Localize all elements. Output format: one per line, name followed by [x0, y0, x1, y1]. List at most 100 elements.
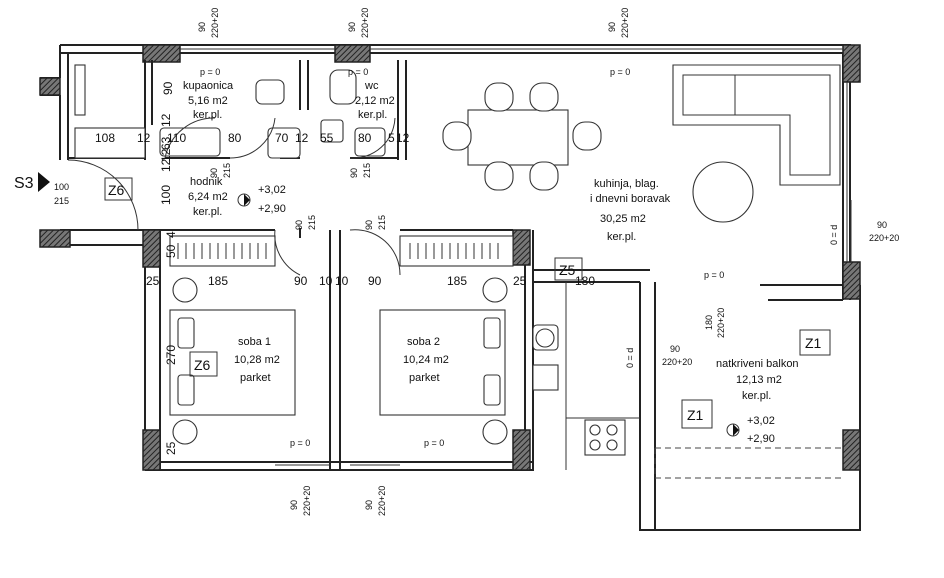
kuhinja-area: 30,25 m2 — [600, 213, 646, 225]
level-markers — [237, 193, 740, 437]
balcony-level-top: +3,02 — [747, 415, 775, 427]
balkon-area: 12,13 m2 — [736, 374, 782, 386]
wc-area: 2,12 m2 — [355, 95, 395, 107]
balkon-name: natkriveni balkon — [716, 358, 799, 370]
wc-floor: ker.pl. — [358, 109, 387, 121]
soba1-floor: parket — [240, 372, 271, 384]
opening-h-12: 220+20 — [662, 357, 692, 367]
dim-100v: 100 — [159, 185, 173, 205]
opening-h-6: 215 — [307, 215, 317, 230]
opening-w-5: 90 — [349, 168, 359, 178]
door-swings — [67, 117, 401, 276]
bathroom-fixtures — [74, 64, 386, 159]
opening-h-2: 220+20 — [360, 8, 370, 38]
hall-level-bottom: +2,90 — [258, 203, 286, 215]
soba1-name: soba 1 — [238, 336, 271, 348]
dining-set — [442, 82, 602, 191]
dim-90b: 90 — [368, 274, 382, 288]
opening-w-7: 90 — [364, 220, 374, 230]
hodnik-area: 6,24 m2 — [188, 191, 228, 203]
dim-10a: 10 — [319, 274, 333, 288]
opening-w-3: 90 — [607, 22, 617, 32]
opening-w-11: 90 — [877, 220, 887, 230]
balcony-roof — [654, 447, 843, 479]
wc-name: wc — [364, 80, 379, 92]
kuhinja-level: p = 0 — [610, 67, 630, 77]
tag-z1-bottom: Z1 — [687, 407, 704, 423]
opening-h-11: 220+20 — [869, 233, 899, 243]
dim-185a: 185 — [208, 274, 228, 288]
kuhinja-name-2: i dnevni boravak — [590, 193, 671, 205]
bed-soba-2 — [379, 277, 508, 445]
kuhinja-floor: ker.pl. — [607, 231, 636, 243]
tag-z5: Z5 — [559, 262, 576, 278]
dim-55: 55 — [320, 131, 334, 145]
opening-h-7: 215 — [377, 215, 387, 230]
soba2-floor: parket — [409, 372, 440, 384]
balkon-floor: ker.pl. — [742, 390, 771, 402]
opening-d-2: 0 = d — [625, 348, 635, 368]
opening-h-3: 220+20 — [620, 8, 630, 38]
opening-h-13: 215 — [54, 196, 69, 206]
soba2-name: soba 2 — [407, 336, 440, 348]
dim-12v1: 12 — [159, 113, 173, 127]
windows — [180, 48, 852, 466]
soba1-level: p = 0 — [290, 438, 310, 448]
opening-w-2: 90 — [347, 22, 357, 32]
wardrobes — [169, 235, 514, 267]
dim-70: 70 — [275, 131, 289, 145]
opening-w-4: 90 — [209, 168, 219, 178]
opening-h-5: 215 — [362, 163, 372, 178]
opening-w-8: 90 — [289, 500, 299, 510]
dim-270: 270 — [164, 345, 178, 365]
hodnik-name: hodnik — [190, 176, 223, 188]
tag-z6-top: Z6 — [108, 182, 125, 198]
tag-z6-left: Z6 — [194, 357, 211, 373]
dim-10b: 10 — [335, 274, 349, 288]
hall-level-top: +3,02 — [258, 184, 286, 196]
soba2-level: p = 0 — [424, 438, 444, 448]
kupaonica-floor: ker.pl. — [193, 109, 222, 121]
dim-25b: 25 — [513, 274, 527, 288]
kupaonica-name: kupaonica — [183, 80, 234, 92]
dim-25a: 25 — [146, 274, 160, 288]
dim-5: 5 — [388, 131, 395, 145]
structural-columns — [39, 44, 861, 471]
opening-h-9: 220+20 — [377, 486, 387, 516]
tag-s3: S3 — [14, 175, 34, 192]
soba1-area: 10,28 m2 — [234, 354, 280, 366]
opening-w-1: 90 — [197, 22, 207, 32]
balcony-level-bottom: +2,90 — [747, 433, 775, 445]
hodnik-floor: ker.pl. — [193, 206, 222, 218]
dim-12c: 12 — [396, 131, 410, 145]
section-marker-icon — [38, 172, 50, 192]
kitchen-counter — [532, 324, 626, 456]
coffee-table — [692, 161, 754, 223]
opening-w-12: 90 — [670, 344, 680, 354]
dim-12v3: 12 — [159, 158, 173, 172]
opening-d-1: 0 = d — [829, 225, 839, 245]
opening-w-6: 90 — [294, 220, 304, 230]
wc-level: p = 0 — [348, 67, 368, 77]
dim-12a: 12 — [137, 131, 151, 145]
dim-80a: 80 — [228, 131, 242, 145]
kupaonica-area: 5,16 m2 — [188, 95, 228, 107]
dim-25v: 25 — [164, 441, 178, 455]
dim-4: 4 — [164, 231, 178, 238]
dim-12v2: 12 — [159, 148, 173, 162]
dim-185b: 185 — [447, 274, 467, 288]
opening-h-8: 220+20 — [302, 486, 312, 516]
dim-180: 180 — [575, 274, 595, 288]
dim-80b: 80 — [358, 131, 372, 145]
dim-63: 63 — [159, 136, 173, 150]
dim-110: 110 — [167, 131, 186, 145]
soba2-area: 10,24 m2 — [403, 354, 449, 366]
opening-h-4: 215 — [222, 163, 232, 178]
bed-soba-1 — [169, 277, 296, 445]
balkon-level: p = 0 — [704, 270, 724, 280]
dim-12b: 12 — [295, 131, 309, 145]
dim-90v: 90 — [161, 81, 175, 95]
opening-w-9: 90 — [364, 500, 374, 510]
dim-108: 108 — [95, 131, 115, 145]
